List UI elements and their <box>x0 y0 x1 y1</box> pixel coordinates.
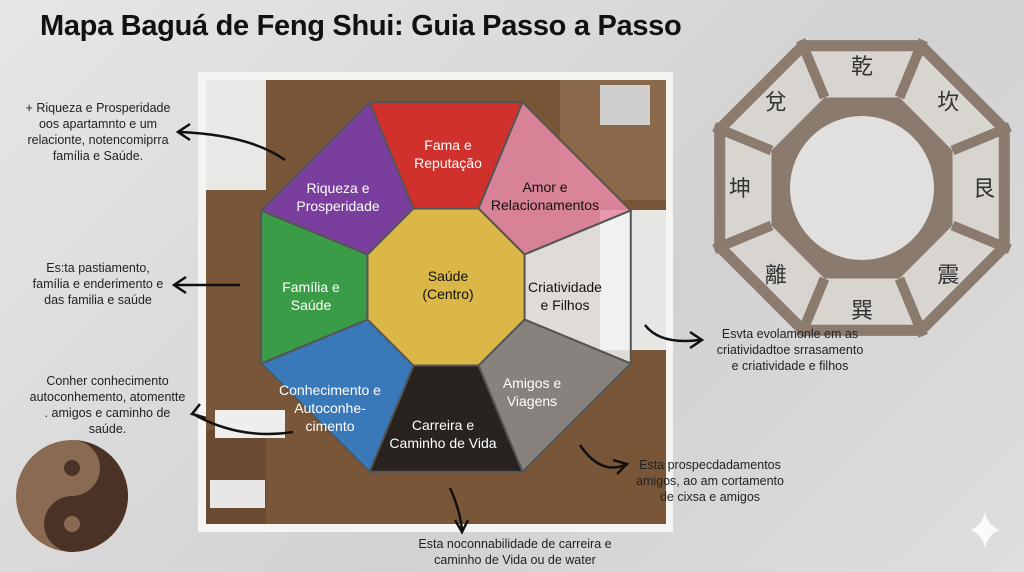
bagua-char: 艮 <box>973 177 995 202</box>
bagua-char: 巽 <box>851 299 873 324</box>
bagua-char: 坤 <box>729 177 751 202</box>
note-conhecimento: Conher conhecimento autoconhemento, atom… <box>29 374 186 436</box>
bagua-char: 兌 <box>765 91 787 116</box>
yin-yang-icon <box>16 440 128 552</box>
note-criatividade: Esvta evolamonle em as criatividadtoe sr… <box>716 327 864 373</box>
sparkle-icon <box>970 512 1000 548</box>
note-riqueza: + Riqueza e Prosperidade oos apartamnto … <box>25 101 171 163</box>
note-amigos: Esta prospecdadamentos amigos, ao am cor… <box>636 458 784 504</box>
bagua-char: 坎 <box>937 91 959 116</box>
arrows <box>171 122 705 535</box>
segment-label-center: Saúde(Centro) <box>422 268 473 302</box>
note-familia: Es:ta pastiamento, família e enderimento… <box>32 261 164 307</box>
bagua-char: 乾 <box>851 55 873 80</box>
segment-center[interactable] <box>366 207 526 367</box>
note-carreira: Esta noconnabilidade de carreira e camin… <box>418 537 612 567</box>
bagua-char: 震 <box>937 263 959 288</box>
page-title: Mapa Baguá de Feng Shui: Guia Passo a Pa… <box>40 10 682 42</box>
bagua-char: 離 <box>765 263 787 288</box>
